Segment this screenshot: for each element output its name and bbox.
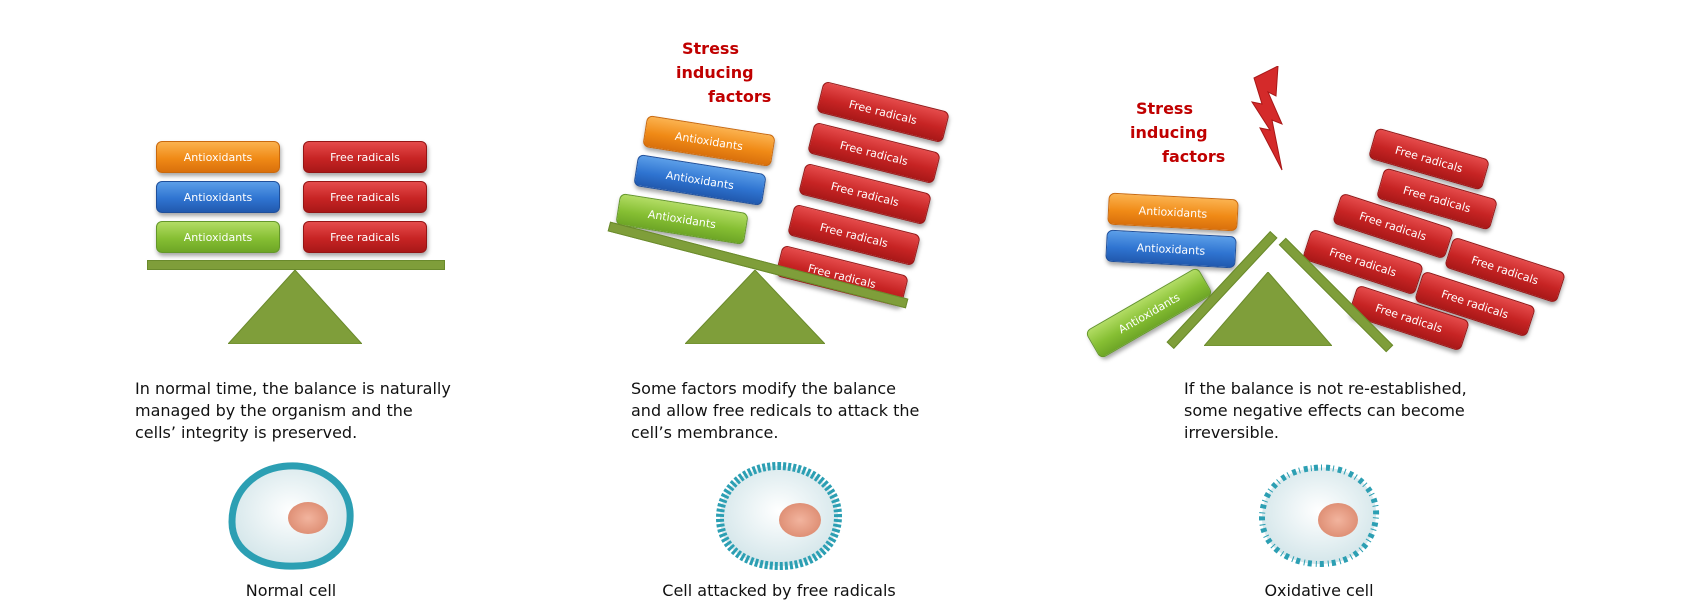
stress-label-line: Stress (682, 39, 739, 58)
triangle-fulcrum-icon (685, 270, 825, 344)
triangle-fulcrum-icon (228, 270, 362, 344)
antioxidant-block: Antioxidants (156, 141, 280, 173)
triangle-fulcrum-icon (1204, 272, 1332, 346)
lightning-bolt-icon (1250, 66, 1283, 171)
stress-label-line: factors (708, 87, 772, 106)
free-radical-block: Free radicals (303, 221, 427, 253)
free-radical-block: Free radicals (303, 181, 427, 213)
antioxidant-block: Antioxidants (1105, 229, 1237, 269)
cell-label: Normal cell (245, 581, 337, 600)
panel-caption: In normal time, the balance is naturally… (135, 379, 451, 442)
cell-icon (715, 461, 843, 571)
free-radical-block: Free radicals (303, 141, 427, 173)
balance-beam (147, 260, 445, 270)
antioxidant-block: Antioxidants (156, 221, 280, 253)
cell-label: Oxidative cell (1264, 581, 1374, 600)
stress-label-line: factors (1162, 147, 1226, 166)
stress-label-line: Stress (1136, 99, 1193, 118)
panel-caption: Some factors modify the balance and allo… (631, 379, 920, 442)
antioxidant-block: Antioxidants (156, 181, 280, 213)
stress-label-line: inducing (676, 63, 754, 82)
panel-caption: If the balance is not re-established, so… (1184, 379, 1467, 442)
cell-icon (1258, 464, 1380, 568)
stress-label-line: inducing (1130, 123, 1208, 142)
antioxidant-block: Antioxidants (1107, 192, 1239, 232)
cell-label: Cell attacked by free radicals (662, 581, 896, 600)
cell-icon (228, 462, 354, 570)
